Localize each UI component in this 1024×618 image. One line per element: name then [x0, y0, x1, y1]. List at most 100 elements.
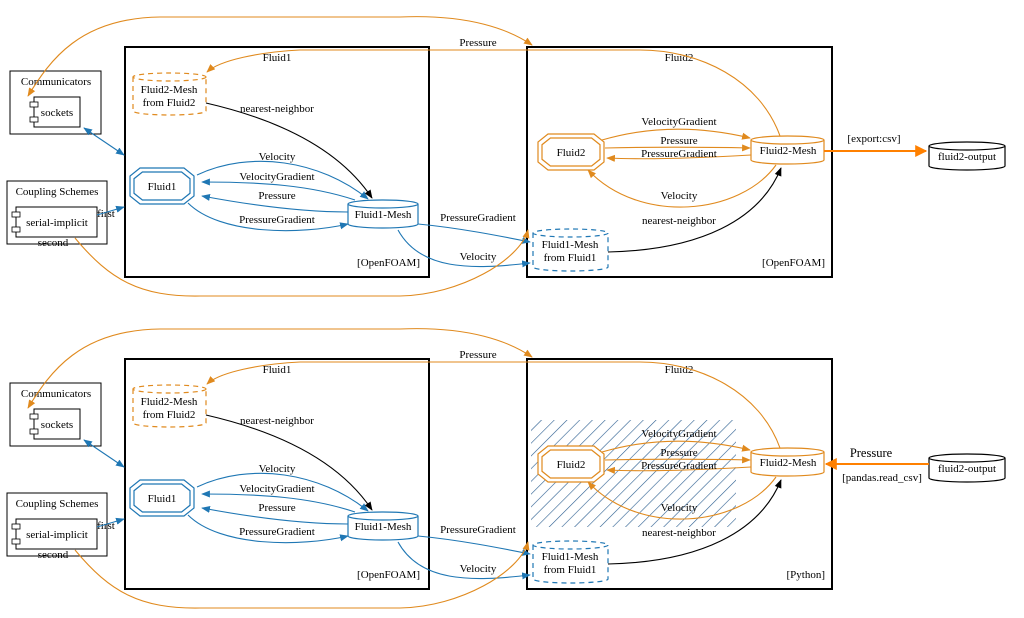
- mapping-edge[interactable]: [205, 102, 373, 199]
- communicators-label: Communicators: [21, 388, 91, 400]
- fluid1-node[interactable]: [129, 167, 195, 205]
- edge-velocity-gradient-label: VelocityGradient: [239, 483, 314, 495]
- export-label: [export:csv]: [847, 133, 900, 145]
- communicators-label: Communicators: [21, 76, 91, 88]
- serial-implicit-component[interactable]: [11, 206, 98, 238]
- sockets-component[interactable]: [29, 408, 81, 440]
- participant1-title: Fluid1: [263, 364, 292, 376]
- mapping-edge[interactable]: [205, 414, 373, 511]
- participant2-title: Fluid2: [665, 364, 694, 376]
- second-label: second: [38, 549, 69, 561]
- edge-pressure[interactable]: [604, 456, 751, 464]
- m2n-link-fluid1[interactable]: [83, 439, 125, 468]
- edge-velocity-label: Velocity: [259, 463, 296, 475]
- edge-velocity[interactable]: [196, 472, 369, 512]
- edge-pressure[interactable]: [201, 505, 349, 525]
- m2n-link-fluid2[interactable]: [27, 16, 533, 97]
- sockets-label: sockets: [41, 419, 73, 431]
- edge-pressure[interactable]: [201, 193, 349, 213]
- edge-pressure-gradient[interactable]: [187, 514, 349, 544]
- fluid2-mesh-node[interactable]: [750, 135, 825, 165]
- coupling-first-link[interactable]: [96, 205, 125, 216]
- fluid1-node[interactable]: [129, 479, 195, 517]
- edge-velocity[interactable]: [196, 160, 369, 200]
- external-io: fluid2-output[export:csv]: [824, 133, 1006, 171]
- edge-velocity-gradient[interactable]: [201, 490, 356, 513]
- fluid1-node-label: Fluid1: [148, 493, 177, 505]
- mapping-label: nearest-neighbor: [240, 415, 314, 427]
- mapping-label: nearest-neighbor: [240, 103, 314, 115]
- edge-velocity-gradient-label: VelocityGradient: [641, 428, 716, 440]
- m2n-link-fluid1[interactable]: [83, 127, 125, 156]
- coupling-first-link[interactable]: [96, 517, 125, 528]
- received-mesh-name: Fluid1-Mesh: [542, 551, 599, 563]
- exchange-pressure-label: Pressure: [459, 37, 496, 49]
- edge-velocity-gradient[interactable]: [601, 440, 751, 453]
- exchange-velocity-label: Velocity: [460, 251, 497, 263]
- mapping-edge[interactable]: [607, 167, 782, 253]
- edge-pressure-gradient-label: PressureGradient: [641, 148, 717, 160]
- edge-pressure-label: Pressure: [258, 502, 295, 514]
- edge-velocity[interactable]: [587, 476, 777, 520]
- edge-pressure[interactable]: [604, 144, 751, 152]
- edge-velocity-gradient[interactable]: [601, 128, 751, 141]
- fluid2-mesh-node[interactable]: [750, 447, 825, 477]
- fluid1-mesh-node[interactable]: [347, 199, 419, 229]
- exchange-pressure-gradient[interactable]: [417, 535, 531, 556]
- edge-velocity-label: Velocity: [661, 190, 698, 202]
- coupling-schemes-label: Coupling Schemes: [16, 186, 99, 198]
- mapping-label: nearest-neighbor: [642, 215, 716, 227]
- edge-velocity-gradient[interactable]: [201, 178, 356, 201]
- exchange-velocity[interactable]: [397, 541, 531, 580]
- m2n-link-fluid2[interactable]: [27, 328, 533, 409]
- exchange-pressure-gradient-label: PressureGradient: [440, 524, 516, 536]
- mapping-edge[interactable]: [607, 479, 782, 565]
- fluid1-mesh-node[interactable]: [347, 511, 419, 541]
- edge-pressure-gradient[interactable]: [606, 154, 752, 162]
- serial-implicit-label: serial-implicit: [26, 529, 88, 541]
- fluid2-node-label: Fluid2: [557, 459, 586, 471]
- edge-velocity[interactable]: [587, 164, 777, 208]
- exchange-velocity[interactable]: [397, 229, 531, 268]
- fluid1-mesh-received[interactable]: [532, 228, 609, 272]
- sockets-component[interactable]: [29, 96, 81, 128]
- coupling-schemes-label: Coupling Schemes: [16, 498, 99, 510]
- exchange-pressure-label: Pressure: [459, 349, 496, 361]
- edge-pressure-gradient-label: PressureGradient: [239, 214, 315, 226]
- fluid1-mesh-label: Fluid1-Mesh: [355, 209, 412, 221]
- edge-pressure-label: Pressure: [660, 135, 697, 147]
- fluid2-output-store[interactable]: [928, 141, 1006, 171]
- received-mesh-source: from Fluid2: [143, 409, 196, 421]
- edge-pressure-gradient[interactable]: [187, 202, 349, 232]
- edge-pressure-gradient[interactable]: [606, 466, 752, 474]
- participant1-solver: [OpenFOAM]: [357, 569, 420, 581]
- coupling-second-link[interactable]: [74, 541, 530, 609]
- received-mesh-source: from Fluid1: [544, 252, 597, 264]
- exchange-velocity-label: Velocity: [460, 563, 497, 575]
- fluid2-mesh-label: Fluid2-Mesh: [760, 145, 817, 157]
- participant2-title: Fluid2: [665, 52, 694, 64]
- second-label: second: [38, 237, 69, 249]
- edge-velocity-gradient-label: VelocityGradient: [641, 116, 716, 128]
- edge-velocity-label: Velocity: [259, 151, 296, 163]
- import-label: [pandas.read_csv]: [842, 472, 922, 484]
- participant2-solver: [OpenFOAM]: [762, 257, 825, 269]
- fluid2-node-label: Fluid2: [557, 147, 586, 159]
- participant1-solver: [OpenFOAM]: [357, 257, 420, 269]
- edge-pressure-label: Pressure: [660, 447, 697, 459]
- received-mesh-name: Fluid1-Mesh: [542, 239, 599, 251]
- fluid2-output-store[interactable]: [928, 453, 1006, 483]
- communicators-cluster: Communicators sockets: [9, 382, 102, 447]
- coupling-second-link[interactable]: [74, 229, 530, 297]
- fluid1-mesh-received[interactable]: [532, 540, 609, 584]
- serial-implicit-component[interactable]: [11, 518, 98, 550]
- edge-pressure-label: Pressure: [258, 190, 295, 202]
- exchange-pressure-gradient[interactable]: [417, 223, 531, 244]
